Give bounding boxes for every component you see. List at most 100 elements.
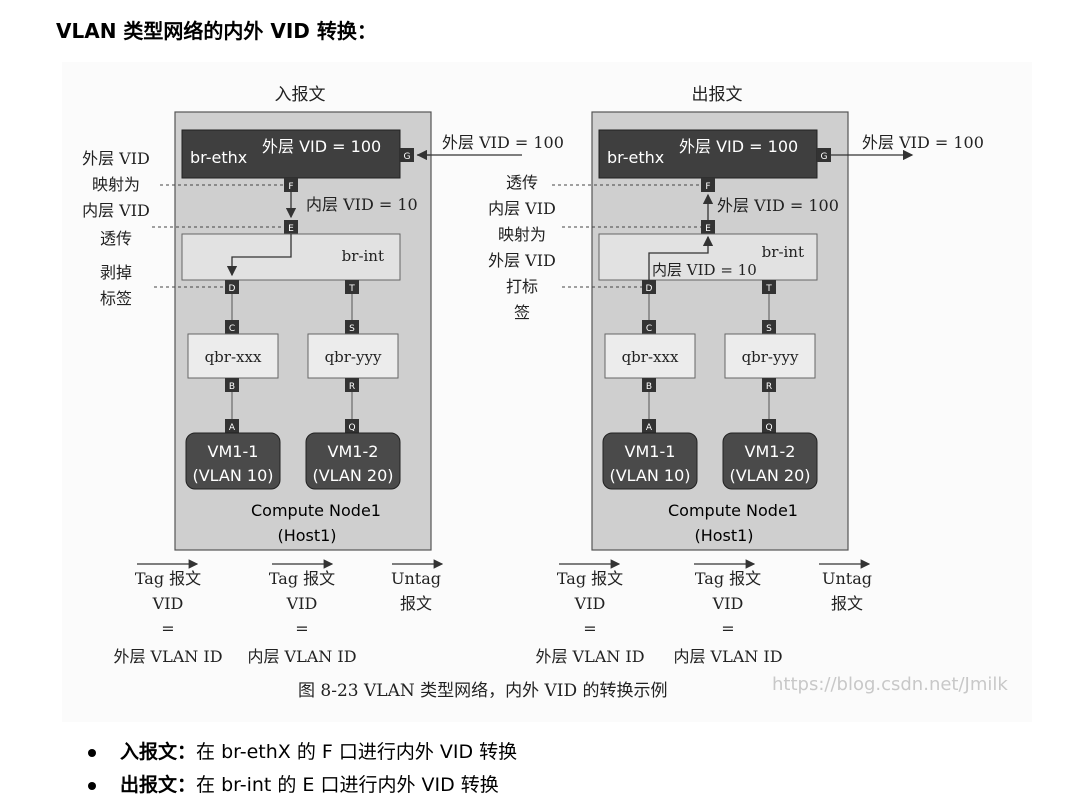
right-port-t [762,280,776,294]
right-qbr-xxx-label: qbr-xxx [622,348,679,366]
left-br-ethx-vid: 外层 VID = 100 [262,137,381,156]
watermark: https://blog.csdn.net/Jmilk [772,674,1008,695]
legend-3-line-1: Untag [391,569,441,588]
right-port-b-label: B [646,382,652,392]
right-side-label-2: 内层 VID [488,199,556,218]
right-qbr-yyy-label: qbr-yyy [742,348,799,366]
left-port-s-label: S [349,324,355,334]
right-outgoing-label: 外层 VID = 100 [862,133,984,152]
left-side-label-6: 标签 [100,289,132,308]
left-port-e [284,220,298,234]
left-port-q [345,419,359,433]
right-port-t-label: T [765,284,772,294]
right-port-g [817,148,831,162]
left-incoming-label: 外层 VID = 100 [442,133,564,152]
right-vm1-1-vlan: (VLAN 10) [609,466,690,485]
left-vm1-1 [185,432,281,490]
left-port-c-label: C [229,324,235,334]
left-e-to-d-arrow [226,234,292,277]
left-side-label-2: 映射为 [92,175,140,194]
left-port-f [284,178,298,192]
right-port-c [642,320,656,334]
legend-1-line-3: = [161,619,174,638]
left-qbr-xxx-label: qbr-xxx [205,348,262,366]
right-br-int-label: br-int [762,243,804,261]
left-port-b-label: B [229,382,235,392]
left-port-g [400,148,414,162]
left-vm1-2-vlan: (VLAN 20) [312,466,393,485]
right-port-g-label: G [821,152,828,162]
left-vm1-1-name: VM1-1 [208,442,259,461]
left-side-label-5: 剥掉 [100,263,132,282]
left-port-r-label: R [349,382,355,392]
right-side-label-3: 映射为 [498,225,546,244]
left-port-a [225,419,239,433]
right-vm1-2-vlan: (VLAN 20) [729,466,810,485]
left-vm1-2-name: VM1-2 [328,442,379,461]
left-vm1-1-vlan: (VLAN 10) [192,466,273,485]
left-vm1-2 [305,432,401,490]
left-port-e-label: E [288,224,294,234]
right-panel-title: 出报文 [692,85,743,105]
right-side-label-5: 打标 [506,277,538,296]
right-port-c-label: C [646,324,652,334]
left-port-a-label: A [229,423,236,433]
right-port-r [762,378,776,392]
bullet-colon: ： [177,741,197,763]
legend-5-line-2: VID [712,594,744,613]
legend-2-line-4: 内层 VLAN ID [247,647,356,666]
legend-5-line-4: 内层 VLAN ID [673,647,782,666]
legend-5-line-3: = [721,619,734,638]
right-port-f [701,178,715,192]
right-port-q [762,419,776,433]
legend-6-line-1: Untag [822,569,872,588]
left-inner-vid: 内层 VID = 10 [306,195,418,214]
right-port-a [642,419,656,433]
right-port-s [762,320,776,334]
legend: Tag 报文 VID = 外层 VLAN ID Tag 报文 VID = 内层 … [113,559,872,666]
right-inner-vid: 内层 VID = 10 [652,261,757,279]
left-port-d [225,280,239,294]
legend-6-line-2: 报文 [831,594,863,613]
left-br-int-label: br-int [342,247,384,265]
left-node-label: Compute Node1 [251,501,381,520]
left-port-s [345,320,359,334]
bullet-list: 入报文：在 br-ethX 的 F 口进行内外 VID 转换 出报文：在 br-… [88,736,517,802]
left-port-d-label: D [229,284,236,294]
left-port-c [225,320,239,334]
right-port-e-label: E [705,224,711,234]
left-side-label-1: 外层 VID [82,149,150,168]
right-port-d [642,280,656,294]
legend-2-line-3: = [295,619,308,638]
bullet-term: 入报文 [120,741,178,763]
right-qbr-xxx [604,333,696,379]
right-side-label-4: 外层 VID [488,251,556,270]
figure-svg: 入报文 br-ethx 外层 VID = 100 G F 外层 VID = 10… [62,62,1032,722]
section-heading: VLAN 类型网络的内外 VID 转换： [56,19,377,43]
left-port-t [345,280,359,294]
legend-2-line-1: Tag 报文 [269,569,335,588]
left-br-ethx [181,129,401,179]
bullet-colon: ： [177,774,197,796]
left-port-g-label: G [404,152,411,162]
right-br-ethx-label: br-ethx [607,148,664,167]
right-host-label: (Host1) [694,526,753,545]
right-qbr-yyy [724,333,816,379]
left-qbr-yyy-label: qbr-yyy [325,348,382,366]
bullet-dot [88,749,96,757]
left-port-t-label: T [348,284,355,294]
bullet-item-egress: 出报文：在 br-int 的 E 口进行内外 VID 转换 [88,769,517,802]
legend-4-line-3: = [583,619,596,638]
legend-2-line-2: VID [286,594,318,613]
legend-4-line-4: 外层 VLAN ID [535,647,644,666]
bullet-term: 出报文 [120,774,178,796]
legend-5-line-1: Tag 报文 [695,569,761,588]
right-port-e [701,220,715,234]
bullet-item-ingress: 入报文：在 br-ethX 的 F 口进行内外 VID 转换 [88,736,517,769]
right-vm1-1-name: VM1-1 [625,442,676,461]
right-port-d-label: D [646,284,653,294]
right-outer-vid: 外层 VID = 100 [717,196,839,215]
right-port-s-label: S [766,324,772,334]
left-panel-title: 入报文 [275,85,326,105]
legend-4-line-2: VID [574,594,606,613]
